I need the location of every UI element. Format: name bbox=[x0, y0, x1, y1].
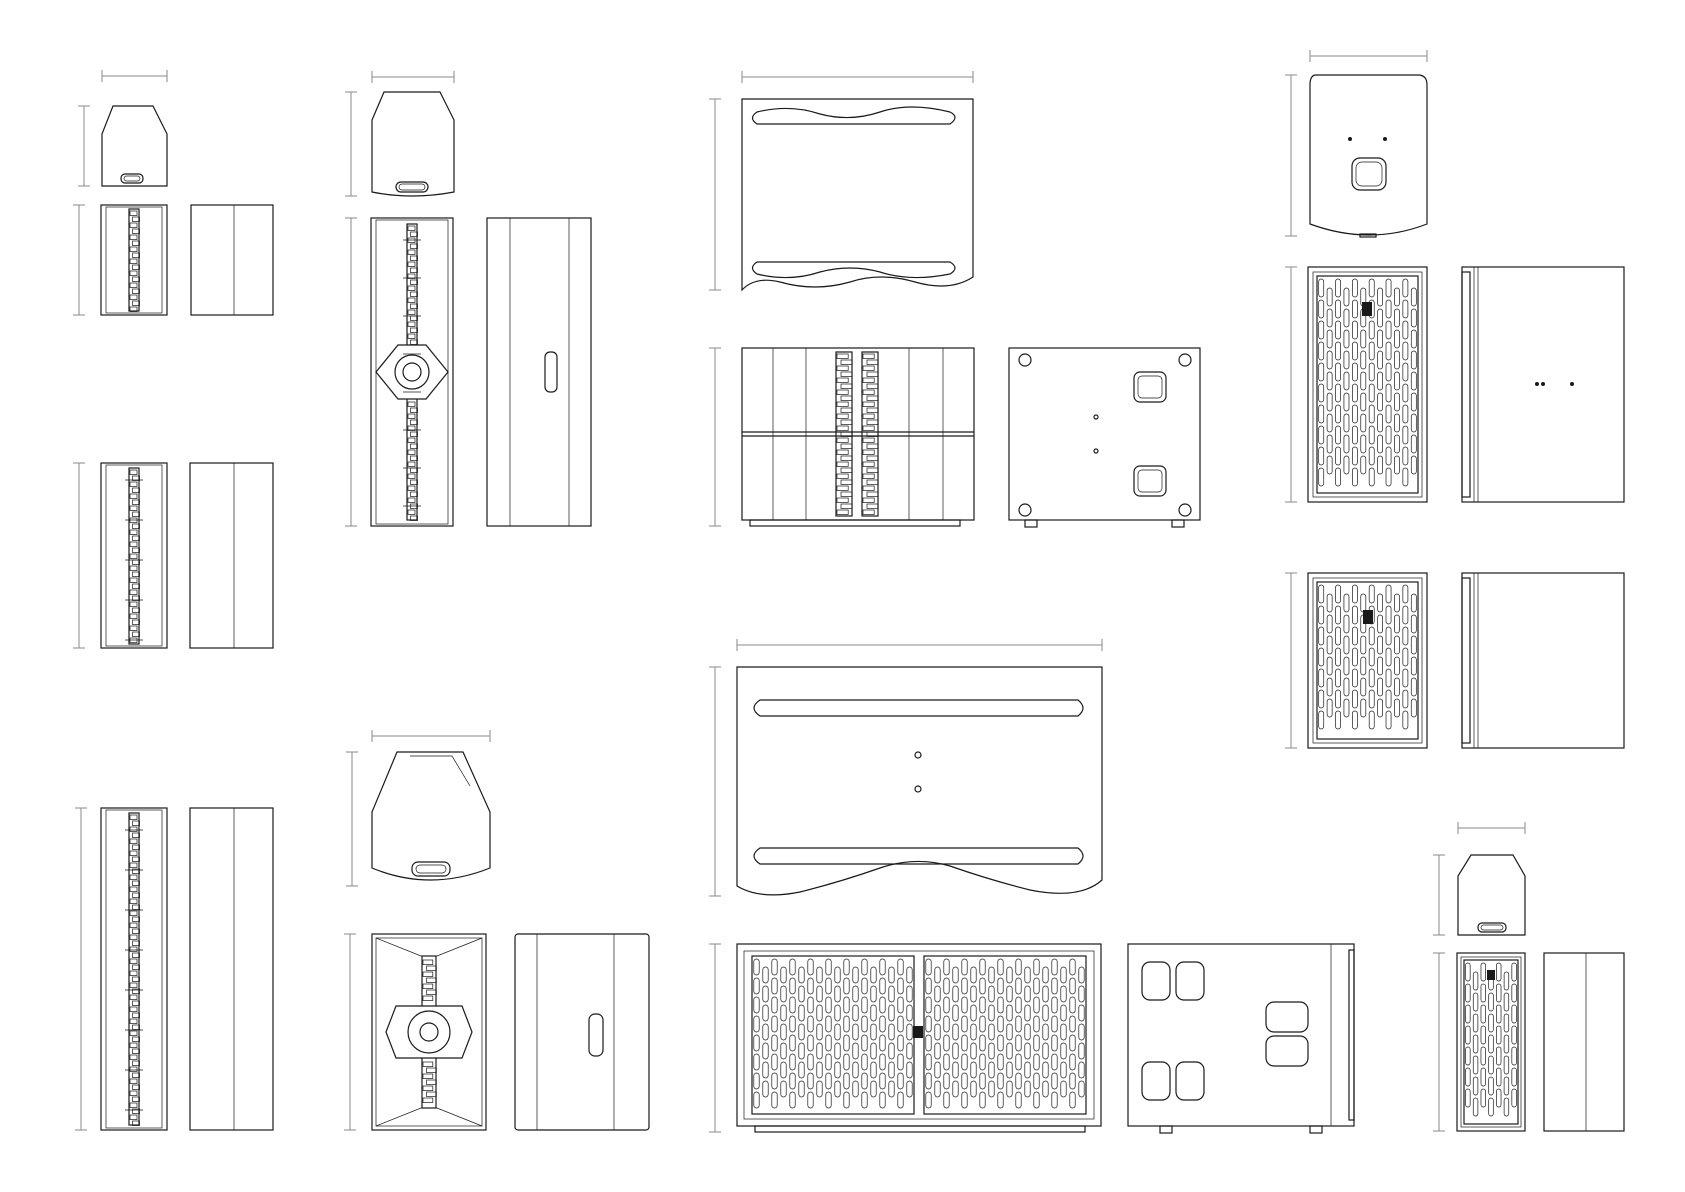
subwoofer-single-grille-left bbox=[837, 354, 852, 515]
monitor-small-grille bbox=[1466, 963, 1517, 1116]
horn-cabinet-side-view bbox=[515, 934, 649, 1130]
column-with-horn-drawing bbox=[345, 71, 591, 526]
column-with-horn-grille-lower bbox=[408, 402, 418, 521]
sub-tall-top-view bbox=[1310, 75, 1427, 237]
column-medium-ticks bbox=[125, 480, 143, 640]
subwoofer-single-top-view bbox=[742, 99, 973, 290]
column-medium-dimensions bbox=[73, 463, 85, 648]
horn-cabinet-drawing bbox=[344, 730, 649, 1130]
column-tall-side-view bbox=[190, 808, 273, 1130]
monitor-small-top-view bbox=[1458, 855, 1525, 935]
column-tall-drawing bbox=[75, 808, 273, 1130]
monitor-small-front-view bbox=[1457, 953, 1525, 1131]
column-medium-drawing bbox=[73, 463, 273, 648]
subwoofer-double-side-view bbox=[1128, 944, 1354, 1133]
column-tall-grille bbox=[130, 815, 140, 1126]
horn-cabinet-top-view bbox=[372, 752, 490, 880]
sub-tall-front-view bbox=[1308, 267, 1427, 502]
horn-cabinet-grille-lower bbox=[423, 1062, 436, 1103]
subwoofer-double-top-view bbox=[737, 667, 1102, 895]
monitor-small-side-view bbox=[1544, 953, 1624, 1131]
column-with-horn-side-view bbox=[487, 218, 591, 526]
column-with-horn-grille-upper bbox=[408, 226, 418, 345]
horn-cabinet-dimensions bbox=[344, 730, 490, 1130]
column-tall-dimensions bbox=[75, 808, 87, 1130]
sub-compact-front-view bbox=[1308, 573, 1427, 748]
subwoofer-double-front-view bbox=[737, 944, 1101, 1132]
sub-compact-side-view bbox=[1462, 573, 1624, 748]
column-small-top-view bbox=[102, 106, 167, 186]
column-small-side-view bbox=[191, 205, 273, 315]
monitor-small-dimensions bbox=[1433, 822, 1525, 1131]
monitor-small-drawing bbox=[1433, 822, 1624, 1131]
sub-tall-side-view bbox=[1462, 267, 1624, 502]
subwoofer-single-side-view bbox=[1009, 348, 1200, 527]
column-small-drawing bbox=[73, 70, 273, 315]
subwoofer-double-grille-left bbox=[754, 959, 912, 1108]
subwoofer-double-grille-right bbox=[926, 959, 1084, 1108]
subwoofer-single-front-view bbox=[742, 348, 974, 526]
subwoofer-double-drawing bbox=[709, 639, 1354, 1133]
column-with-horn-top-view bbox=[372, 92, 454, 196]
subwoofer-single-drawing bbox=[709, 71, 1200, 527]
sub-compact-dimensions bbox=[1285, 573, 1297, 748]
column-tall-front-view bbox=[101, 808, 167, 1130]
column-medium-grille bbox=[130, 470, 140, 643]
sub-compact-grille bbox=[1319, 585, 1417, 729]
column-small-grille bbox=[130, 211, 140, 312]
column-medium-side-view bbox=[190, 463, 273, 648]
column-with-horn-dimensions bbox=[345, 71, 454, 526]
horn-cabinet-front-view bbox=[372, 934, 486, 1130]
horn-cabinet-grille-upper bbox=[423, 960, 436, 1001]
column-tall-ticks bbox=[125, 830, 143, 1110]
subwoofer-single-grille-right bbox=[863, 354, 878, 515]
